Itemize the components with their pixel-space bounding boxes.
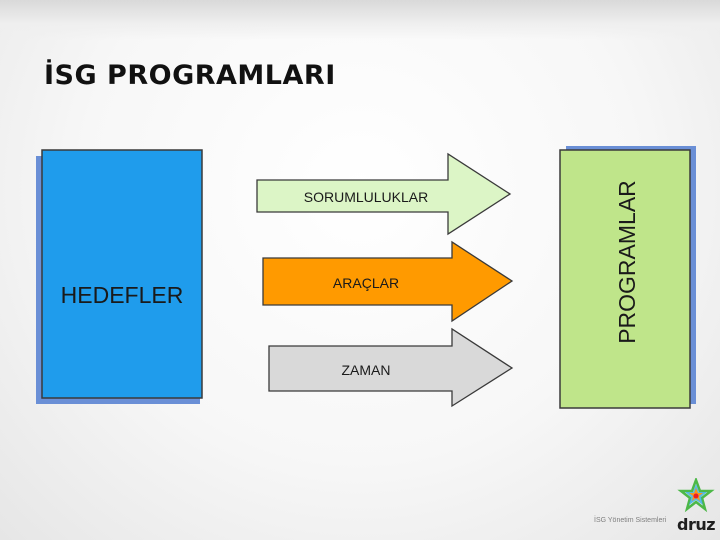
zaman-arrow	[268, 327, 514, 408]
sorumluluklar-label: SORUMLULUKLAR	[304, 189, 428, 205]
programlar-label: PROGRAMLAR	[614, 180, 640, 344]
araclar-label: ARAÇLAR	[333, 275, 399, 291]
footer-text: İSG Yönetim Sistemleri	[594, 517, 667, 524]
brand-logo-text: druz	[677, 515, 716, 534]
hedefler-box	[41, 149, 203, 399]
slide-title: İSG PROGRAMLARI	[44, 60, 336, 91]
star-logo-icon	[677, 478, 715, 513]
hedefler-label: HEDEFLER	[61, 282, 184, 308]
programlar-box	[559, 149, 691, 409]
araclar-arrow	[262, 240, 514, 323]
zaman-label: ZAMAN	[342, 362, 391, 378]
sorumluluklar-arrow	[256, 152, 512, 236]
top-band	[0, 0, 720, 40]
